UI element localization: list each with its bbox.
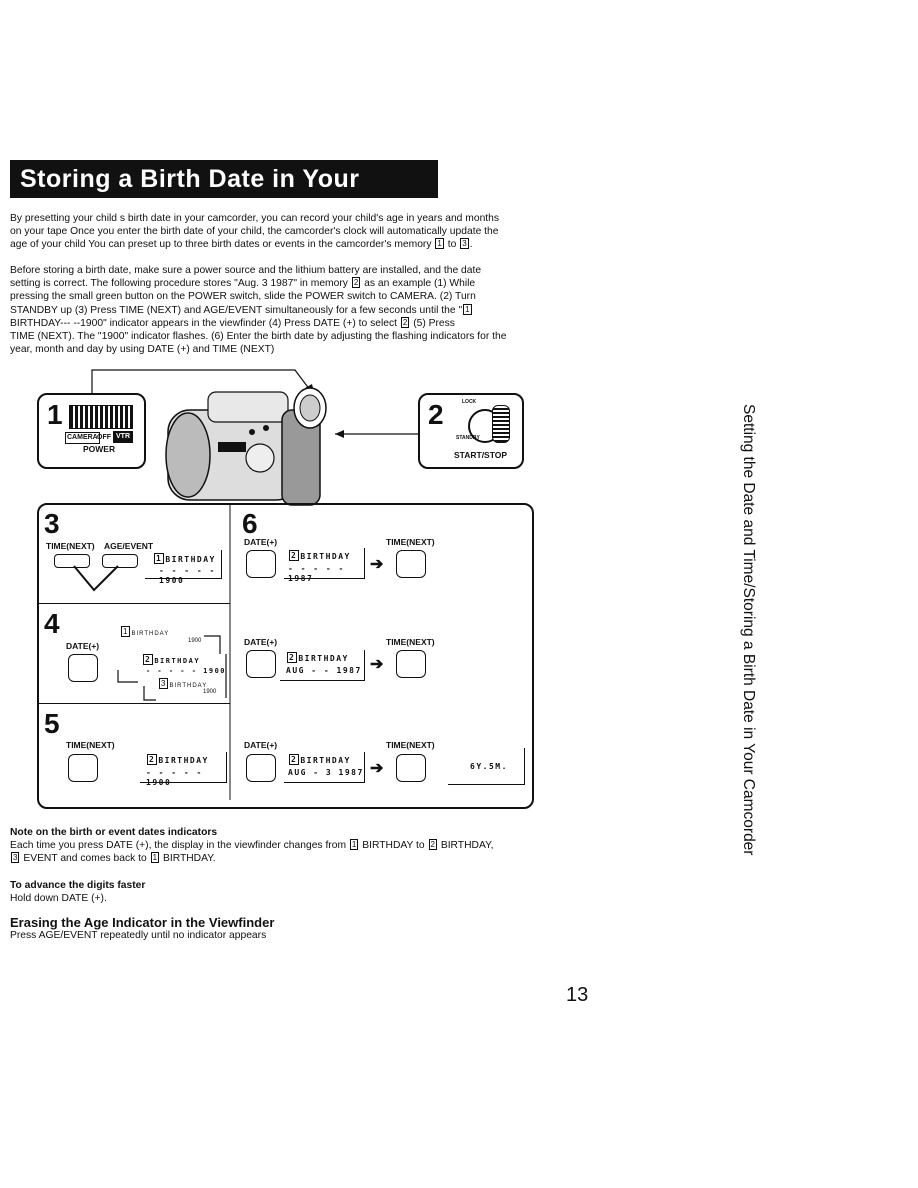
cycle-arrows xyxy=(117,635,227,701)
page-number: 13 xyxy=(566,984,589,1006)
time-next-button-icon xyxy=(396,550,426,578)
step-4-number: 4 xyxy=(44,608,60,639)
memory-box-2: 2 xyxy=(400,316,410,328)
note-erasing-age: Erasing the Age Indicator in the Viewfin… xyxy=(10,915,275,942)
step-1-panel: 1 CAMERA OFF VTR POWER xyxy=(37,393,146,469)
step-2-panel: 2 LOCK STANDBY START/STOP xyxy=(418,393,524,469)
note-birth-dates: Note on the birth or event dates indicat… xyxy=(10,827,494,865)
diagram: 1 CAMERA OFF VTR POWER 2 LOCK STANDBY ST… xyxy=(0,360,580,820)
date-plus-button-icon xyxy=(246,650,276,678)
arrow-icon: ➔ xyxy=(370,556,384,573)
memory-box-1: 1 xyxy=(435,238,444,250)
arrow-icon: ➔ xyxy=(370,760,384,777)
time-next-button-icon xyxy=(396,650,426,678)
time-next-button-icon xyxy=(54,554,90,568)
time-next-button-icon xyxy=(396,754,426,782)
memory-box-1: 1 xyxy=(463,303,472,315)
date-plus-button-icon xyxy=(246,754,276,782)
power-switch-icon xyxy=(69,405,133,429)
page-title: Storing a Birth Date in Your Camcorder xyxy=(10,160,438,231)
step-5-number: 5 xyxy=(44,708,60,739)
camcorder-illustration xyxy=(165,387,327,506)
section-sidebar: Setting the Date and Time/Storing a Birt… xyxy=(740,404,757,856)
date-plus-button-icon xyxy=(246,550,276,578)
time-next-button-icon xyxy=(68,754,98,782)
viewfinder-result: 6Y.5M. xyxy=(448,748,525,785)
procedure-paragraph: Before storing a birth date, make sure a… xyxy=(10,265,507,356)
standby-switch-icon xyxy=(492,405,510,443)
memory-box-2: 2 xyxy=(351,277,361,289)
step-6-number: 6 xyxy=(242,508,258,539)
step-3-number: 3 xyxy=(44,508,60,539)
age-event-button-icon xyxy=(102,554,138,568)
hand-v-icon xyxy=(73,565,119,592)
memory-box-3: 3 xyxy=(460,238,469,250)
arrow-icon: ➔ xyxy=(370,656,384,673)
intro-paragraph: By presetting your child s birth date in… xyxy=(10,213,500,251)
note-advance-digits: To advance the digits faster Hold down D… xyxy=(10,880,146,905)
steps-panel xyxy=(37,503,534,809)
date-plus-button-icon xyxy=(68,654,98,682)
